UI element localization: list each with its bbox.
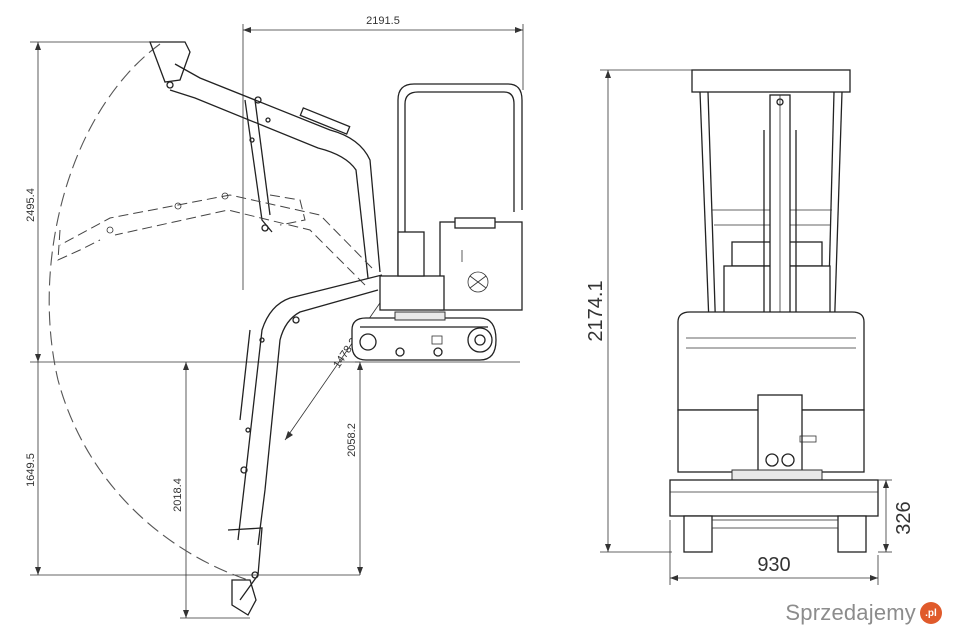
dimension-dig-depth-left: 1649.5 — [25, 362, 360, 576]
body-front — [677, 311, 865, 476]
machine-body-side — [379, 83, 523, 311]
boom-mid-dashed — [57, 192, 373, 286]
watermark-badge-icon: .pl — [920, 602, 942, 624]
canopy-roof — [691, 69, 851, 93]
dimension-total-height: 2174.1 — [585, 69, 692, 553]
dig-depth-right-label: 2058.2 — [346, 423, 358, 457]
dimension-dig-depth-inner: 2018.4 — [172, 362, 250, 619]
dimension-dig-depth-right: 2058.2 — [346, 362, 363, 575]
swing-envelope-arc — [48, 43, 249, 581]
sprzedajemy-watermark: Sprzedajemy .pl — [785, 600, 942, 626]
watermark-text: Sprzedajemy — [785, 600, 916, 625]
length-label: 2191.5 — [366, 15, 400, 27]
blade-front — [669, 479, 879, 553]
total-height-label: 2174.1 — [585, 280, 607, 341]
track-width-label: 930 — [757, 554, 790, 576]
dimension-overall-length: 2191.5 — [242, 15, 524, 290]
blade-height-label: 326 — [893, 501, 915, 534]
boom-raised — [149, 41, 381, 279]
dig-depth-left-label: 1649.5 — [25, 453, 37, 487]
slew-ring — [731, 469, 823, 481]
dimension-track-width: 930 — [669, 520, 879, 585]
max-height-label: 2495.4 — [25, 188, 37, 222]
tracks-side — [351, 311, 497, 361]
boom-lowered — [227, 274, 383, 616]
dig-depth-inner-label: 2018.4 — [172, 478, 184, 512]
dimension-blade-height: 326 — [878, 479, 915, 553]
dimension-max-height: 2495.4 — [25, 41, 360, 363]
front-view: 2174.1 — [585, 69, 915, 585]
side-view: 2191.5 2495.4 1649.5 2018.4 — [25, 15, 524, 619]
